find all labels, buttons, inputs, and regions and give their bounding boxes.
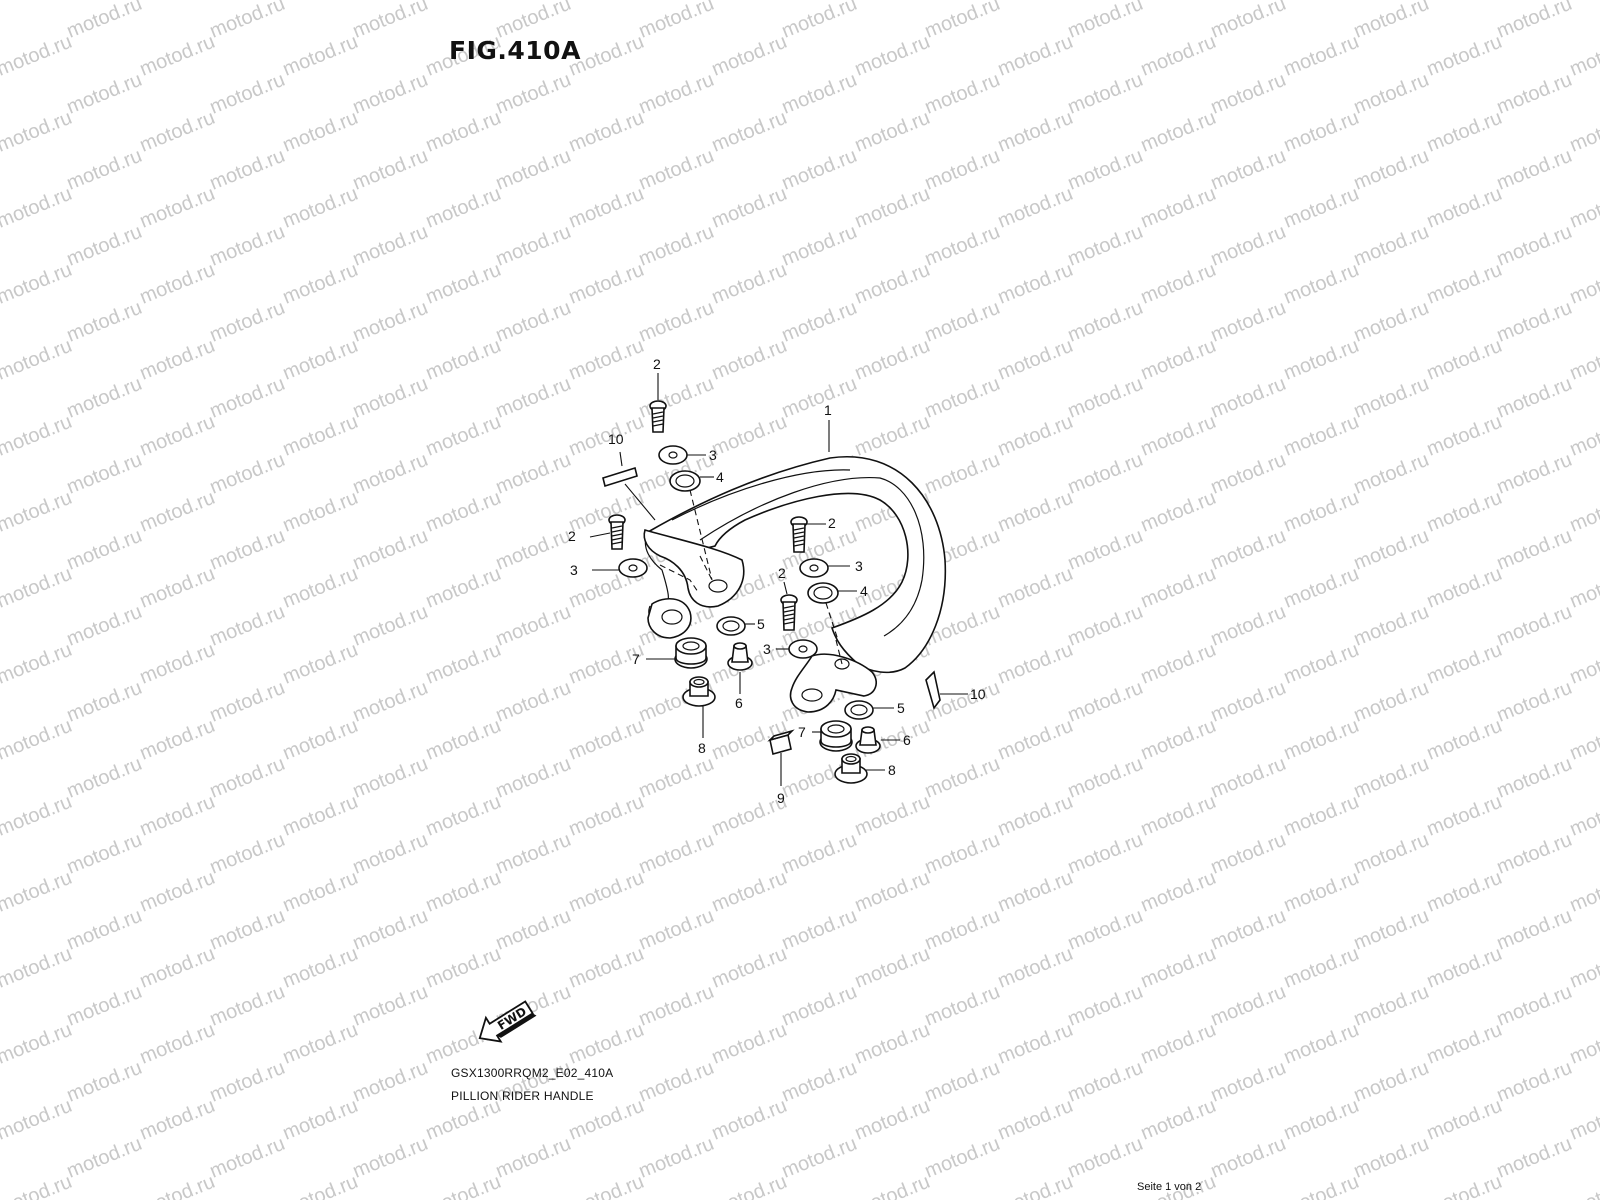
callout-2-right-lower: 2 [778,565,786,581]
grommet-7-right [812,720,853,752]
bushing-8-left [682,676,716,738]
figure-caption: PILLION RIDER HANDLE [451,1089,594,1103]
callout-10-right: 10 [970,686,986,702]
clip-9 [767,729,795,786]
page-indicator: Seite 1 von 2 [1137,1181,1202,1193]
callout-2-left: 2 [568,528,576,544]
washer-5-left [716,616,755,636]
callout-3-left: 3 [570,562,578,578]
washer-3-left [592,558,648,578]
callout-3-top: 3 [709,447,717,463]
collar-6-left [727,642,753,694]
washer-3-right-lower [776,639,818,659]
washer-4-right [807,582,857,641]
callout-4-top: 4 [716,469,724,485]
callout-7-right: 7 [798,724,806,740]
callout-6-right: 6 [903,732,911,748]
callout-5-left: 5 [757,616,765,632]
bolt-left [589,514,626,550]
callout-8-right: 8 [888,762,896,778]
figure-title: FIG.410A [449,36,581,65]
callout-3-right-upper: 3 [855,558,863,574]
callout-5-right: 5 [897,700,905,716]
callout-2-right-upper: 2 [828,515,836,531]
bolt-right-lower [780,581,798,631]
washer-4-top [669,470,714,581]
callout-3-right-lower: 3 [763,641,771,657]
callout-9: 9 [777,790,785,806]
figure-code: GSX1300RRQM2_E02_410A [451,1066,614,1080]
callout-7-left: 7 [632,651,640,667]
bolt-right-upper [790,516,826,553]
pillion-handle [643,456,947,713]
callout-4-right: 4 [860,583,868,599]
callout-2-top: 2 [653,356,661,372]
washer-5-right [844,700,894,720]
washer-3-top [658,445,706,465]
bushing-8-right [834,753,885,784]
collar-6-right [855,726,900,754]
rubber-strip-right [925,670,968,710]
washer-3-right-upper [799,558,850,578]
callout-1: 1 [824,402,832,418]
grommet-7-left [646,637,708,669]
bolt-top [649,373,667,433]
fwd-arrow-icon: FWD [478,1000,537,1043]
callout-10-left: 10 [608,431,624,447]
callout-6-left: 6 [735,695,743,711]
callout-8-left: 8 [698,740,706,756]
rubber-strip-left [602,451,656,521]
